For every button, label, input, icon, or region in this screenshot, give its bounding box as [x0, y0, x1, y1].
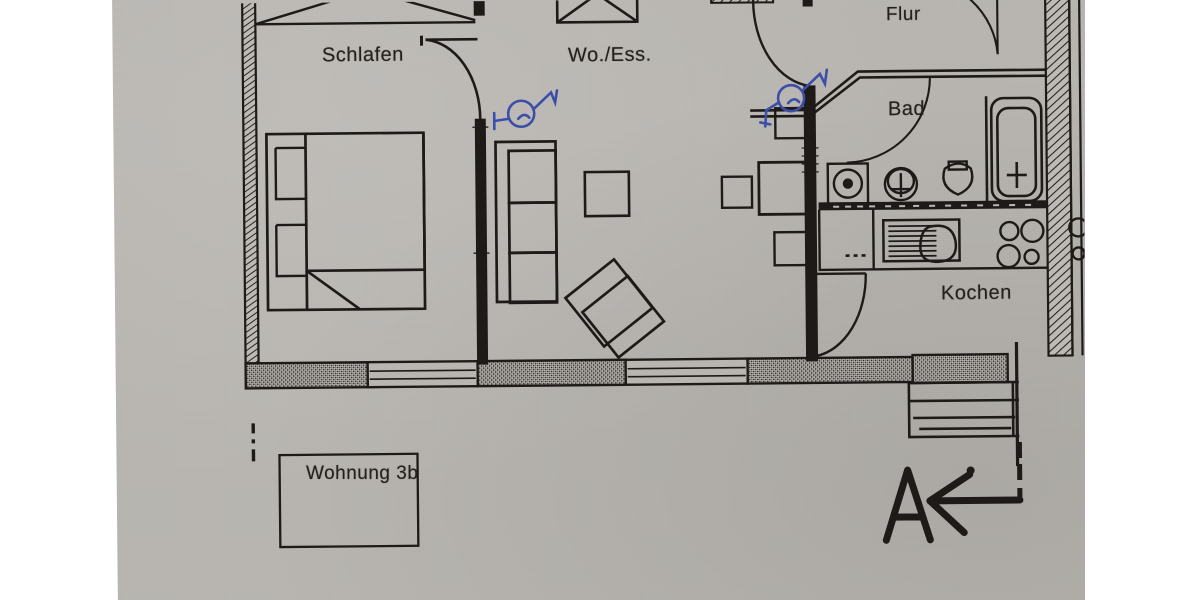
fixture-kitchen-counter [817, 209, 1048, 272]
title-box [278, 452, 420, 549]
door-hall-upper [751, 0, 811, 88]
furniture-dining-chair-above [773, 106, 807, 140]
furniture-armchair [563, 257, 666, 360]
furniture-sofa [494, 140, 559, 305]
section-line [1016, 441, 1023, 501]
wall-bath-angled [750, 68, 1046, 118]
section-letter-A [882, 466, 934, 544]
door-bath [846, 76, 931, 164]
fixture-toilet [942, 160, 974, 196]
window-living-top [555, 0, 639, 24]
room-label-wohnen-essen: Wo./Ess. [567, 43, 652, 67]
photo-right-margin [1085, 0, 1200, 600]
fixture-washing-machine [826, 162, 870, 206]
fixture-sink [883, 166, 919, 202]
section-arrow [926, 466, 1024, 537]
wall-exterior-left [240, 0, 260, 365]
room-label-flur: Flur [885, 3, 921, 26]
wall-top-hall [710, 0, 775, 4]
furniture-dining-table [757, 160, 811, 216]
furniture-nightstand-upper [274, 146, 307, 201]
room-label-schlafen: Schlafen [321, 43, 404, 67]
room-label-kochen: Kochen [940, 281, 1012, 305]
wall-partition-living-hall [801, 0, 819, 362]
balcony-steps [907, 380, 1020, 439]
furniture-bed [265, 131, 427, 312]
wall-far-right [1067, 0, 1084, 356]
room-label-bad: Bad [887, 97, 926, 121]
roofline-bedroom [254, 0, 476, 26]
furniture-nightstand-lower [275, 223, 307, 278]
furniture-dining-chair-below [773, 230, 808, 267]
door-bedroom [425, 37, 482, 120]
blue-pen-mark-left [492, 89, 559, 131]
door-kitchen [811, 272, 867, 358]
wall-exterior-bottom [244, 352, 1010, 390]
door-flur [914, 0, 999, 55]
wall-bath-kitchen [818, 200, 1048, 211]
wall-vertical-right [1043, 0, 1074, 357]
furniture-dining-chair-left [720, 175, 754, 210]
fixture-kitchen-sink [881, 218, 961, 263]
furniture-coffee-table [583, 170, 631, 218]
blue-pen-mark-right [759, 68, 829, 128]
wall-partition-bedroom-living [472, 0, 490, 365]
title-box-label: Wohnung 3b [306, 463, 419, 484]
fixture-cooktop [996, 218, 1045, 269]
fixture-bathtub [984, 96, 1044, 203]
